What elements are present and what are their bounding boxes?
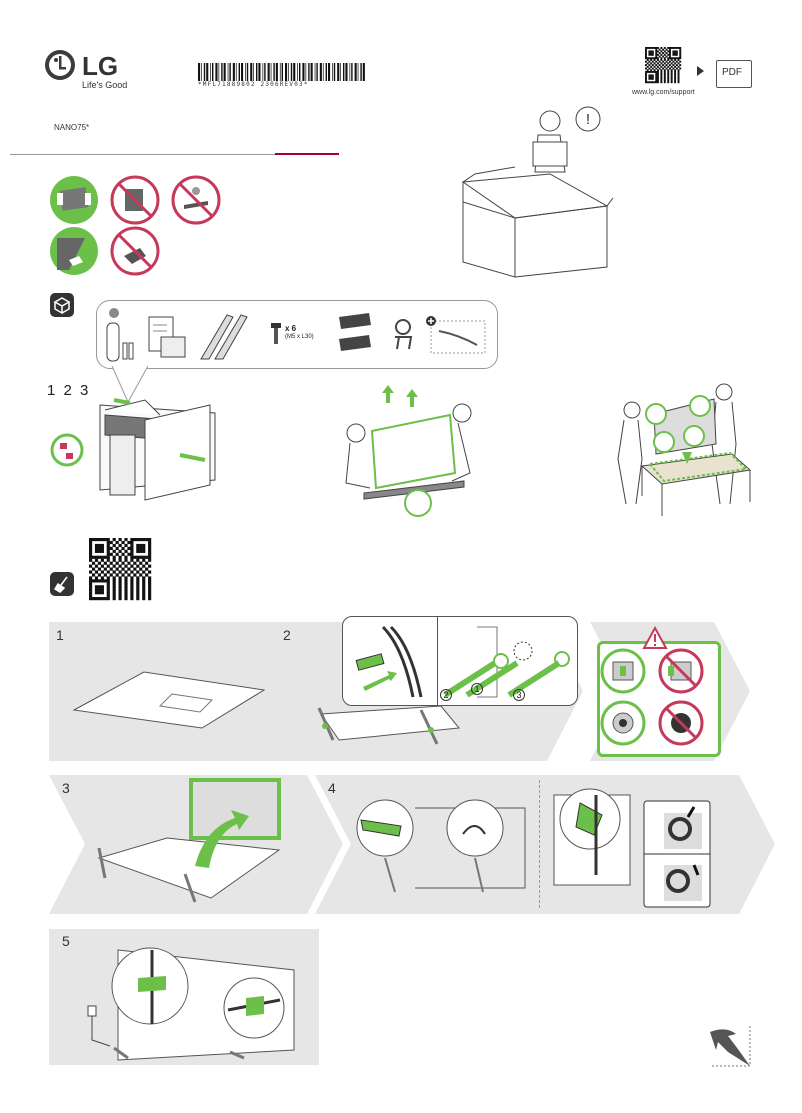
stand-insert-detail: [355, 625, 423, 698]
stand-legs-icon: [200, 314, 248, 360]
manual-icon: [148, 316, 186, 358]
tv-with-stand-illustration: [317, 705, 460, 745]
remote-and-batteries-icon: [106, 308, 134, 362]
box-contents-icon: [50, 293, 74, 317]
barcode-bars: [198, 63, 365, 81]
tv-face-down-illustration: [72, 671, 266, 729]
step-number-2: 2: [283, 627, 291, 643]
unpack-box-illustration: [50, 398, 216, 501]
handling-wrong-icon: [110, 175, 160, 225]
cable-clip-icon: [395, 319, 413, 350]
box-icon: [53, 297, 71, 315]
screen-touch-wrong-icon: [110, 226, 160, 276]
screen-touch-ok-icon: [50, 227, 98, 275]
stand-up-tv-illustration: [97, 778, 281, 903]
barcode: *MFL71889802 2306REV03*: [198, 63, 366, 89]
header-divider: [10, 154, 275, 155]
cable-management-illustration: [87, 947, 295, 1061]
page-turn-icon: [710, 1026, 751, 1067]
wrong-alignment-icon: [658, 648, 704, 694]
pdf-label: PDF: [722, 67, 742, 78]
qr-code-icon: [645, 47, 682, 84]
support-url: www.lg.com/support: [632, 89, 695, 96]
clip-cable-illustration: [553, 788, 631, 886]
brush-icon: [53, 576, 68, 593]
warning-triangle-icon: [642, 625, 668, 649]
optional-cable-tie-icon: [426, 316, 486, 354]
support-qr-code: [645, 47, 682, 84]
screw-quantity: x 6: [285, 324, 297, 333]
correct-alignment-icon: [600, 648, 646, 694]
stand-detail-callout: 2 1 3: [342, 616, 578, 706]
qr-code-icon: [89, 538, 152, 601]
lift-tv-illustration: [345, 385, 472, 517]
step-number-4: 4: [328, 780, 336, 796]
video-qr-code: [89, 538, 152, 601]
cable-holders-icon: [339, 313, 371, 351]
screw-icon: [271, 323, 281, 344]
step-number-1: 1: [56, 627, 64, 643]
lg-logo-mark: [45, 50, 75, 80]
callout-number: 1: [471, 683, 483, 695]
warning-exclamation: !: [586, 111, 590, 128]
unboxing-check-illustration: !: [461, 106, 614, 278]
step-number-3: 3: [62, 780, 70, 796]
contents-bubble: x 6 (M5 x L30): [96, 300, 498, 369]
handling-wrong-icon: [171, 175, 221, 225]
callout-number: 3: [513, 689, 525, 701]
model-name: NANO75*: [54, 123, 90, 132]
step-4-divider: [539, 780, 540, 908]
clip-lock-steps-icon: [643, 800, 711, 908]
brand-name: LG: [82, 51, 119, 81]
screw-order-detail: [443, 626, 570, 698]
handling-ok-icon: [50, 176, 98, 224]
barcode-text: *MFL71889802 2306REV03*: [198, 81, 309, 88]
cleaning-icon: [50, 572, 74, 596]
step-number-5: 5: [62, 933, 70, 949]
callout-number: 2: [440, 689, 452, 701]
wrong-screw-icon: [658, 700, 704, 746]
lg-logo: LG Life's Good: [44, 49, 134, 91]
header-divider-accent: [275, 153, 339, 155]
cable-holder-attach-illustration: [356, 799, 526, 893]
pdf-icon: PDF: [716, 60, 752, 88]
screw-spec: (M5 x L30): [285, 334, 314, 340]
place-on-table-illustration: [617, 383, 752, 516]
sequence-label: 1 2 3: [47, 382, 91, 399]
correct-screw-icon: [600, 700, 646, 746]
brand-tagline: Life's Good: [82, 80, 128, 90]
arrow-right-icon: [697, 66, 704, 76]
